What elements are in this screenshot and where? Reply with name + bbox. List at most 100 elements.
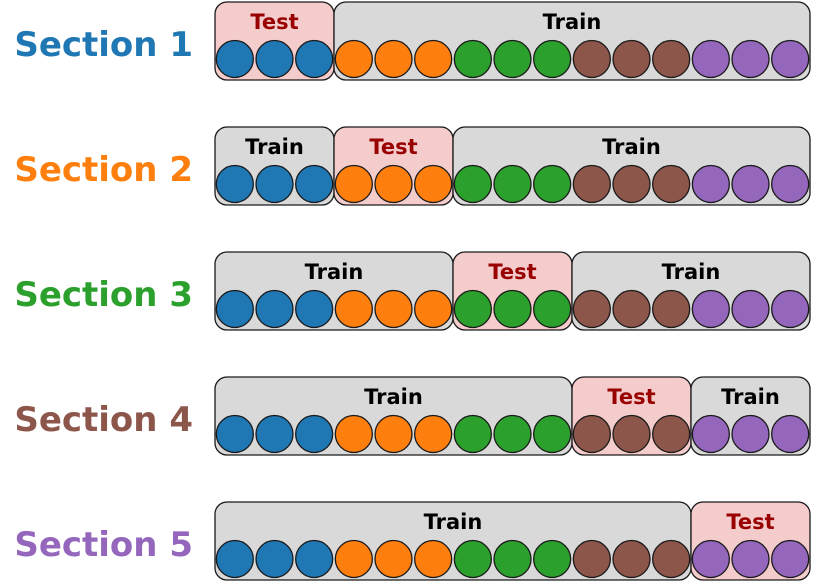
train-label: Train <box>543 10 602 34</box>
data-point-circle <box>691 39 730 79</box>
data-point-circle <box>255 414 294 454</box>
data-point-circle <box>295 414 334 454</box>
section-label: Section 5 <box>14 525 193 565</box>
data-point-circle <box>374 289 413 329</box>
train-label: Train <box>424 510 483 534</box>
data-point-circle <box>612 39 651 79</box>
data-point-circle <box>255 164 294 204</box>
data-point-circle <box>533 164 572 204</box>
data-point-circle <box>652 414 691 454</box>
data-point-circle <box>453 164 492 204</box>
data-point-circle <box>374 539 413 579</box>
data-point-circle <box>691 414 730 454</box>
data-point-circle <box>572 539 611 579</box>
data-point-circle <box>612 164 651 204</box>
data-point-circle <box>771 414 810 454</box>
data-point-circle <box>255 39 294 79</box>
test-label: Test <box>726 510 774 534</box>
section-row-2: Section 2 Train Test Train <box>14 126 811 206</box>
data-point-circle <box>572 289 611 329</box>
data-point-circle <box>533 289 572 329</box>
data-point-circle <box>493 414 532 454</box>
test-label: Test <box>488 260 536 284</box>
data-point-circle <box>215 164 254 204</box>
data-point-circle <box>533 39 572 79</box>
data-point-circle <box>414 289 453 329</box>
train-label: Train <box>721 385 780 409</box>
data-point-circle <box>612 414 651 454</box>
data-point-circle <box>334 39 373 79</box>
data-point-circle <box>295 539 334 579</box>
data-point-circle <box>334 164 373 204</box>
data-point-circle <box>493 39 532 79</box>
data-point-circle <box>215 414 254 454</box>
section-row-5: Section 5 Train Test <box>14 501 811 581</box>
section-row-4: Section 4 Train Test Train <box>14 376 811 456</box>
data-point-circle <box>493 539 532 579</box>
test-label: Test <box>250 10 298 34</box>
data-point-circle <box>414 39 453 79</box>
data-point-circle <box>652 289 691 329</box>
data-point-circle <box>731 289 770 329</box>
data-point-circle <box>255 539 294 579</box>
data-point-circle <box>295 39 334 79</box>
data-point-circle <box>691 539 730 579</box>
data-point-circle <box>453 289 492 329</box>
data-point-circle <box>731 539 770 579</box>
data-point-circle <box>771 164 810 204</box>
data-point-circle <box>334 289 373 329</box>
data-point-circle <box>374 39 413 79</box>
train-block <box>333 1 811 81</box>
data-point-circle <box>771 39 810 79</box>
data-point-circle <box>731 164 770 204</box>
section-label: Section 4 <box>14 400 193 440</box>
data-point-circle <box>691 164 730 204</box>
data-point-circle <box>731 39 770 79</box>
data-point-circle <box>612 289 651 329</box>
section-row-1: Section 1 Test Train <box>14 1 811 81</box>
train-label: Train <box>602 135 661 159</box>
data-point-circle <box>533 539 572 579</box>
data-point-circle <box>255 289 294 329</box>
data-point-circle <box>691 289 730 329</box>
section-label: Section 1 <box>14 25 193 65</box>
data-point-circle <box>572 39 611 79</box>
data-point-circle <box>295 164 334 204</box>
test-label: Test <box>369 135 417 159</box>
data-point-circle <box>334 539 373 579</box>
section-row-3: Section 3 Train Test Train <box>14 251 811 331</box>
data-point-circle <box>334 414 373 454</box>
data-point-circle <box>414 164 453 204</box>
data-point-circle <box>652 39 691 79</box>
train-label: Train <box>245 135 304 159</box>
data-point-circle <box>771 539 810 579</box>
data-point-circle <box>295 289 334 329</box>
data-point-circle <box>652 539 691 579</box>
data-point-circle <box>572 414 611 454</box>
data-point-circle <box>374 164 413 204</box>
data-point-circle <box>493 289 532 329</box>
train-label: Train <box>305 260 364 284</box>
data-point-circle <box>612 539 651 579</box>
data-point-circle <box>533 414 572 454</box>
data-point-circle <box>493 164 532 204</box>
section-label: Section 2 <box>14 150 193 190</box>
data-point-circle <box>453 414 492 454</box>
train-label: Train <box>662 260 721 284</box>
data-point-circle <box>374 414 413 454</box>
data-point-circle <box>453 539 492 579</box>
train-label: Train <box>364 385 423 409</box>
data-point-circle <box>414 414 453 454</box>
data-point-circle <box>771 289 810 329</box>
data-point-circle <box>215 289 254 329</box>
data-point-circle <box>215 39 254 79</box>
section-label: Section 3 <box>14 275 193 315</box>
data-point-circle <box>572 164 611 204</box>
data-point-circle <box>652 164 691 204</box>
data-point-circle <box>731 414 770 454</box>
data-point-circle <box>414 539 453 579</box>
data-point-circle <box>453 39 492 79</box>
test-label: Test <box>607 385 655 409</box>
data-point-circle <box>215 539 254 579</box>
